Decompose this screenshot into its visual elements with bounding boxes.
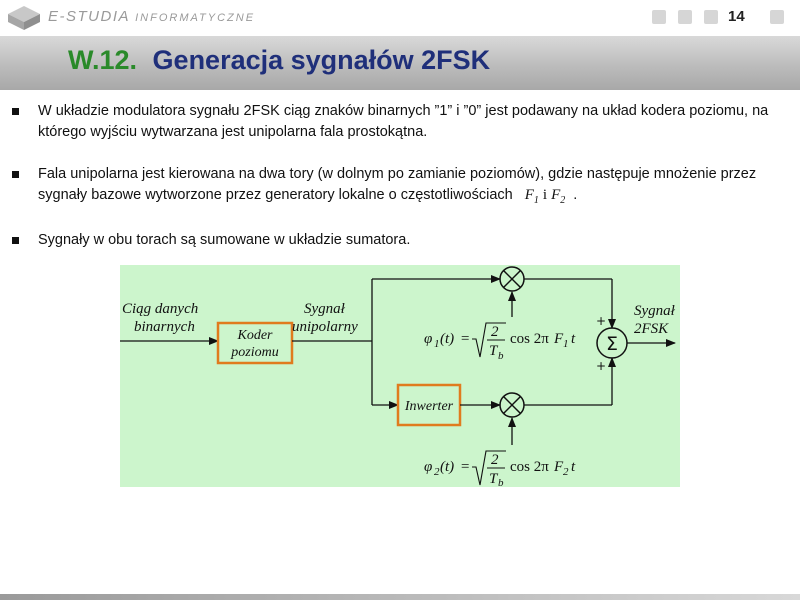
phi1-arg: (t)	[440, 331, 454, 347]
phi1-num: 2	[491, 324, 499, 340]
phi1-t: t	[571, 331, 576, 347]
phi1-F-sub: 1	[563, 338, 569, 350]
symbol-f1-sub: 1	[533, 194, 539, 206]
nav-square-1[interactable]	[652, 10, 666, 24]
logo-text: E-STUDIA INFORMATYCZNE	[48, 8, 255, 25]
sum-symbol: Σ	[606, 333, 618, 355]
phi1-sub: 1	[434, 338, 440, 350]
logo-sub-text: INFORMATYCZNE	[135, 12, 256, 24]
bullet-text-1: W układzie modulatora sygnału 2FSK ciąg …	[38, 103, 769, 140]
mid-label-line-1: Sygnał	[304, 301, 346, 317]
bottom-rule	[0, 594, 800, 600]
phi1-formula: φ 1 (t) = 2 T b cos 2π F 1 t	[424, 322, 576, 362]
output-label-line-1: Sygnał	[634, 303, 676, 319]
bullet-2-tail: .	[573, 187, 578, 203]
phi2-den-sub: b	[498, 477, 504, 487]
input-label-line-2: binarnych	[134, 319, 195, 335]
inverter-label: Inwerter	[404, 399, 454, 414]
phi2-F: F	[553, 459, 564, 475]
phi1-den: T	[489, 343, 499, 359]
bullet-marker	[12, 237, 19, 244]
phi1-sqrt-icon	[472, 322, 506, 358]
slide-title-text: Generacja sygnałów 2FSK	[152, 45, 491, 75]
bullet-2-body: Fala unipolarna jest kierowana na dwa to…	[38, 166, 757, 203]
input-label-line-1: Ciąg danych	[122, 301, 198, 317]
bullet-marker	[12, 108, 19, 115]
phi2-num: 2	[491, 452, 499, 468]
coder-label-1: Koder	[237, 328, 274, 343]
fsk-modulator-diagram: Ciąg danych binarnych Koder poziomu Sygn…	[120, 265, 680, 489]
top-bar: E-STUDIA INFORMATYCZNE 14	[0, 0, 800, 36]
sum-plus-upper: +	[596, 314, 606, 328]
slide-title: W.12. Generacja sygnałów 2FSK	[68, 45, 490, 76]
bullet-marker	[12, 171, 19, 178]
nav-square-2[interactable]	[678, 10, 692, 24]
title-bar	[0, 36, 800, 90]
phi2-cos: cos 2π	[510, 459, 549, 475]
phi2-symbol: φ	[424, 459, 432, 475]
bullet-text-3: Sygnały w obu torach są sumowane w układ…	[38, 232, 411, 248]
phi1-cos: cos 2π	[510, 331, 549, 347]
nav-square-3[interactable]	[704, 10, 718, 24]
logo-main-text: E-STUDIA	[48, 8, 130, 25]
symbol-f1: F	[524, 187, 534, 203]
e-studia-logo-icon	[8, 6, 40, 30]
diagram-background	[120, 265, 680, 487]
bullet-text-2: Fala unipolarna jest kierowana na dwa to…	[38, 164, 778, 211]
phi1-eq: =	[460, 331, 470, 347]
phi2-sqrt-icon	[472, 450, 506, 486]
output-label-line-2: 2FSK	[634, 321, 669, 337]
coder-label-2: poziomu	[230, 345, 278, 360]
diagram-svg: Ciąg danych binarnych Koder poziomu Sygn…	[120, 265, 680, 489]
symbol-f2-sub: 2	[560, 194, 566, 206]
phi2-t: t	[571, 459, 576, 475]
coder-box	[216, 321, 294, 365]
phi1-den-sub: b	[498, 350, 504, 362]
phi1-symbol: φ	[424, 331, 432, 347]
nav-square-4[interactable]	[770, 10, 784, 24]
phi2-den: T	[489, 471, 499, 487]
phi2-eq: =	[460, 459, 470, 475]
phi2-F-sub: 2	[563, 466, 569, 478]
slide-number-label: W.12.	[68, 45, 138, 75]
phi2-arg: (t)	[440, 459, 454, 475]
phi2-sub: 2	[434, 466, 440, 478]
symbol-and: i	[542, 187, 548, 203]
symbol-f2: F	[551, 187, 561, 203]
phi2-formula: φ 2 (t) = 2 T b cos 2π F 2 t	[424, 450, 576, 489]
mid-label-line-2: unipolarny	[292, 319, 358, 335]
page-number: 14	[728, 8, 745, 25]
sum-plus-lower: +	[596, 359, 606, 373]
phi1-F: F	[553, 331, 564, 347]
